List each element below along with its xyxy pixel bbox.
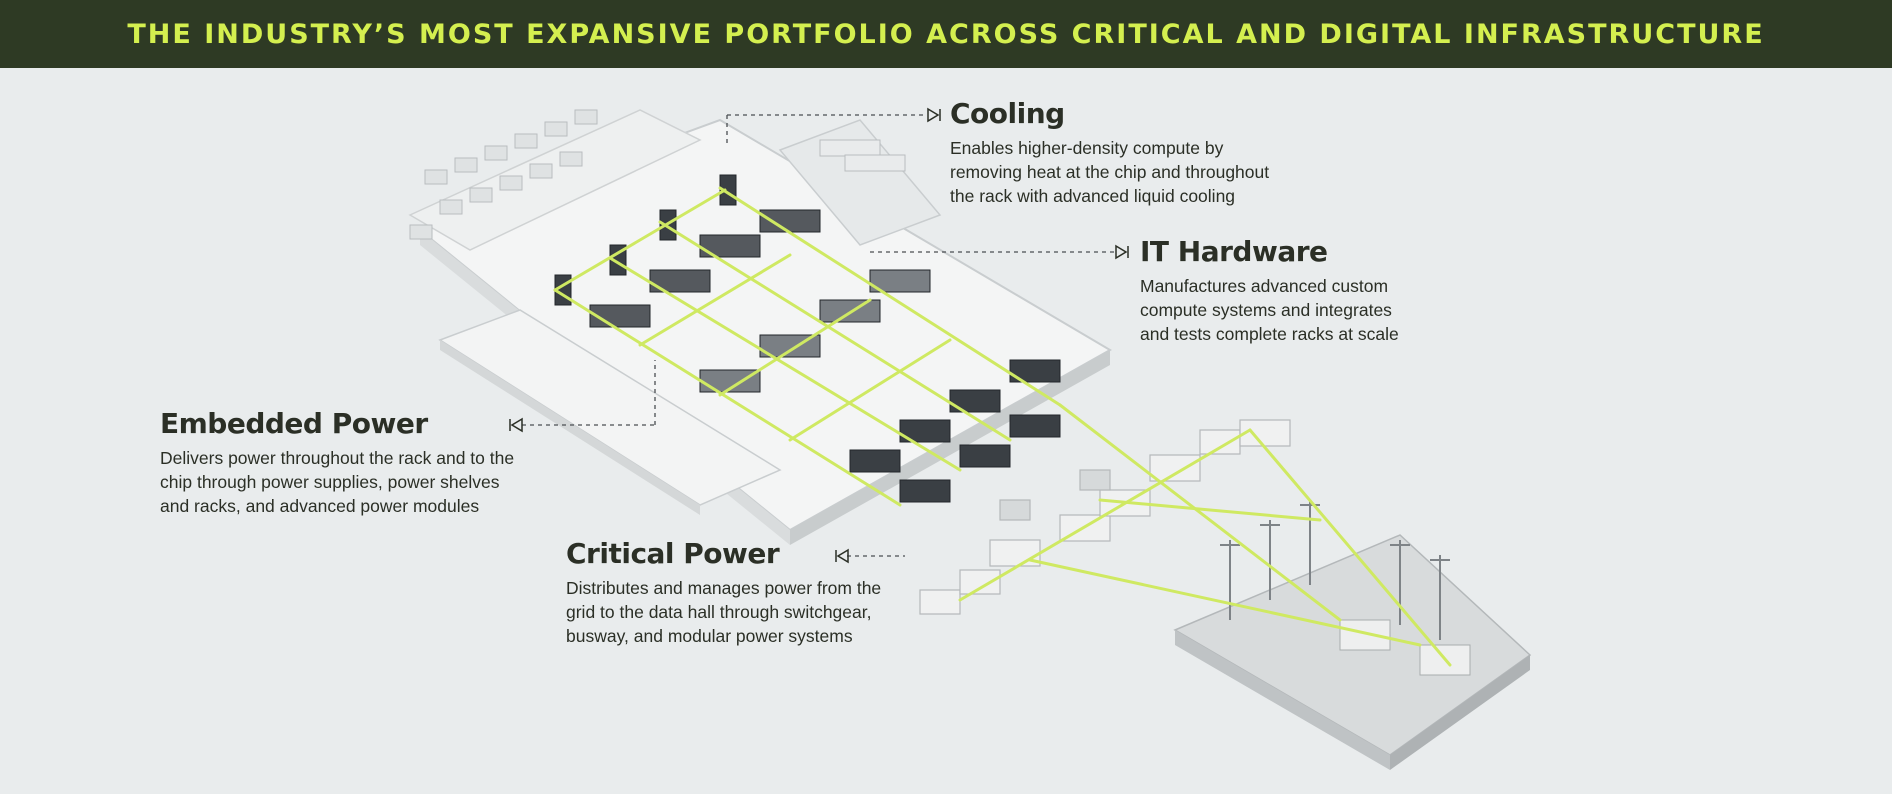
banner-title: THE INDUSTRY’S MOST EXPANSIVE PORTFOLIO … (127, 18, 1765, 50)
cooling-line-2: removing heat at the chip and throughout (950, 162, 1270, 182)
cooling-title: Cooling (950, 97, 1065, 130)
embedded-power-description: Delivers power throughout the rack and t… (160, 446, 514, 518)
cooling-line-3: the rack with advanced liquid cooling (950, 186, 1236, 206)
cooling-description: Enables higher-density compute by removi… (950, 136, 1269, 208)
connector-lines (522, 114, 1115, 557)
cooling-label: Cooling Enables higher-density compute b… (950, 97, 1269, 208)
critical-power-line-1: Distributes and manages power from the (566, 578, 882, 598)
embedded-power-line-1: Delivers power throughout the rack and t… (160, 448, 515, 468)
critical-power-line-3: busway, and modular power systems (566, 626, 853, 646)
embedded-power-line-3: and racks, and advanced power modules (160, 496, 480, 516)
critical-power-title: Critical Power (566, 537, 780, 570)
it-hardware-label: IT Hardware Manufactures advanced custom… (1140, 235, 1399, 346)
embedded-power-label: Embedded Power Delivers power throughout… (160, 407, 514, 518)
critical-power-line-2: grid to the data hall through switchgear… (566, 602, 872, 622)
isometric-diagram (408, 107, 1532, 770)
power-equipment (919, 419, 1291, 615)
it-hardware-line-1: Manufactures advanced custom (1140, 276, 1389, 296)
critical-power-label: Critical Power Distributes and manages p… (566, 537, 881, 648)
it-hardware-title: IT Hardware (1140, 235, 1328, 268)
it-hardware-description: Manufactures advanced custom compute sys… (1140, 274, 1399, 346)
substation (1173, 500, 1532, 770)
cooling-line-1: Enables higher-density compute by (950, 138, 1224, 158)
cooling-units (409, 109, 906, 240)
critical-power-description: Distributes and manages power from the g… (566, 576, 881, 648)
it-hardware-line-3: and tests complete racks at scale (1140, 324, 1399, 344)
it-hardware-line-2: compute systems and integrates (1140, 300, 1392, 320)
embedded-power-title: Embedded Power (160, 407, 428, 440)
power-lines (553, 186, 1452, 667)
connector-arrows (509, 107, 1129, 564)
embedded-power-line-2: chip through power supplies, power shelv… (160, 472, 500, 492)
server-racks (554, 174, 1061, 503)
banner: THE INDUSTRY’S MOST EXPANSIVE PORTFOLIO … (0, 0, 1892, 68)
infrastructure-illustration (0, 68, 1892, 789)
